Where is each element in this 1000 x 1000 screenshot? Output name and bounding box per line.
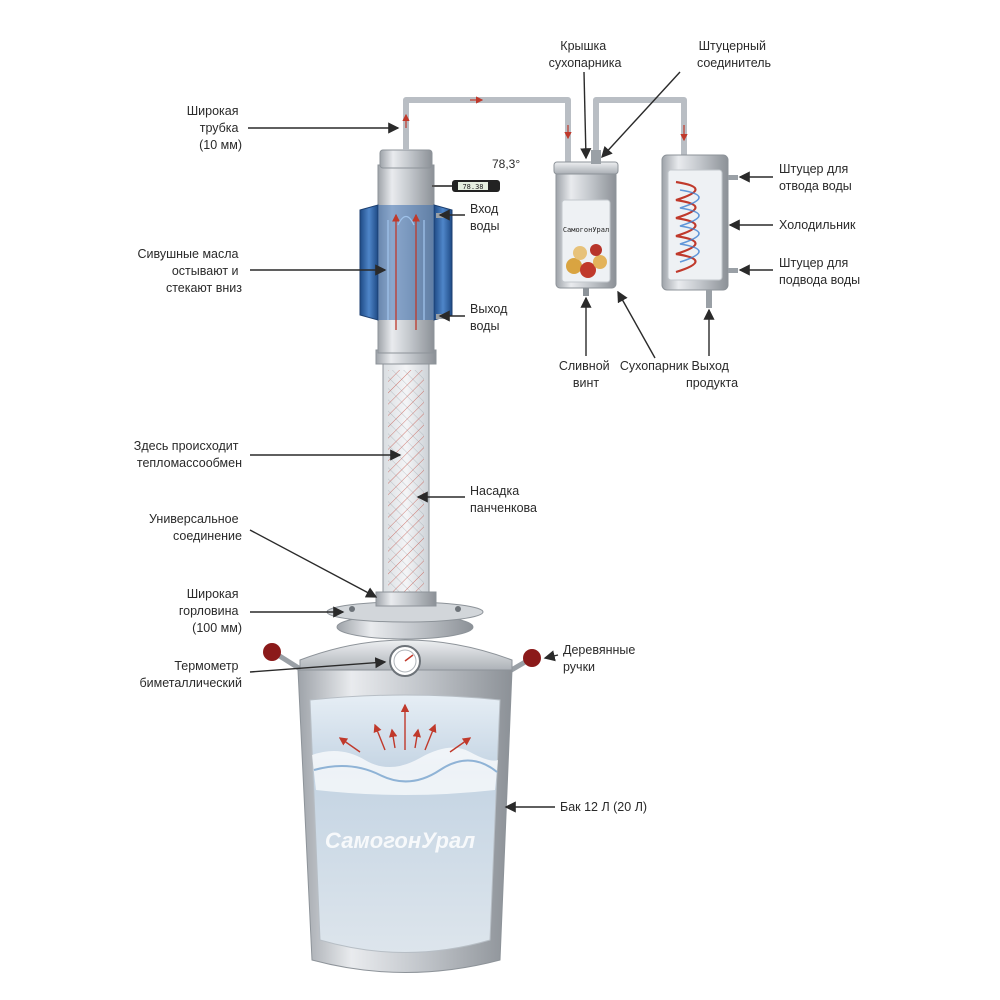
label-outlet-fitting: Штуцер для отвода воды (779, 162, 852, 193)
steamer-brand-logo: СамогонУрал (563, 226, 609, 234)
inlet-fitting (728, 268, 738, 273)
label-thermometer: Термометр биметаллический (139, 659, 242, 690)
label-dry-steamer: Сухопарник (620, 359, 689, 373)
label-packing: Насадка панченкова (470, 484, 537, 515)
label-steamer-lid: Крышка сухопарника (549, 39, 622, 70)
digital-thermometer: 78.38 78,3° (432, 157, 520, 192)
label-water-in: Вход воды (470, 202, 502, 233)
bimetallic-thermometer (389, 645, 421, 677)
thermometer-reading: 78,3° (492, 157, 520, 171)
dry-steamer: СамогонУрал (553, 150, 619, 296)
right-wooden-handle (523, 649, 541, 667)
label-wooden-handles: Деревянные ручки (563, 643, 639, 674)
thermometer-display: 78.38 (462, 183, 483, 191)
left-wooden-handle (263, 643, 281, 661)
fitting-connector (591, 150, 601, 164)
label-fitting-connector: Штуцерный соединитель (697, 39, 771, 70)
label-inlet-fitting: Штуцер для подвода воды (779, 256, 860, 287)
column (359, 149, 453, 607)
outlet-fitting (728, 175, 738, 180)
label-water-out: Выход воды (470, 302, 511, 333)
pipes (403, 97, 687, 168)
product-outlet (706, 290, 712, 308)
label-cooler: Холодильник (779, 218, 856, 232)
label-product-outlet: Выход продукта (686, 359, 738, 390)
tank: СамогонУрал (263, 601, 541, 973)
label-drain-screw: Сливной винт (559, 359, 613, 390)
label-fusel-oils: Сивушные масла остывают и стекают вниз (138, 247, 243, 295)
labels: Широкая трубка (10 мм) Сивушные масла ос… (134, 39, 860, 814)
label-wide-neck: Широкая горловина (100 мм) (179, 587, 242, 635)
cooler (661, 154, 738, 308)
label-wide-tube: Широкая трубка (10 мм) (187, 104, 242, 152)
label-tank: Бак 12 Л (20 Л) (560, 800, 647, 814)
leader-lines (248, 71, 773, 813)
water-jacket (378, 205, 434, 320)
panchenkov-packing-mesh (388, 370, 424, 592)
universal-joint (375, 591, 437, 607)
tank-brand-logo: СамогонУрал (325, 828, 476, 853)
drain-screw (583, 288, 589, 296)
label-heat-exchange: Здесь происходит тепломассообмен (134, 439, 242, 470)
steamer-lid (553, 161, 619, 175)
label-universal-joint: Универсальное соединение (149, 512, 242, 543)
